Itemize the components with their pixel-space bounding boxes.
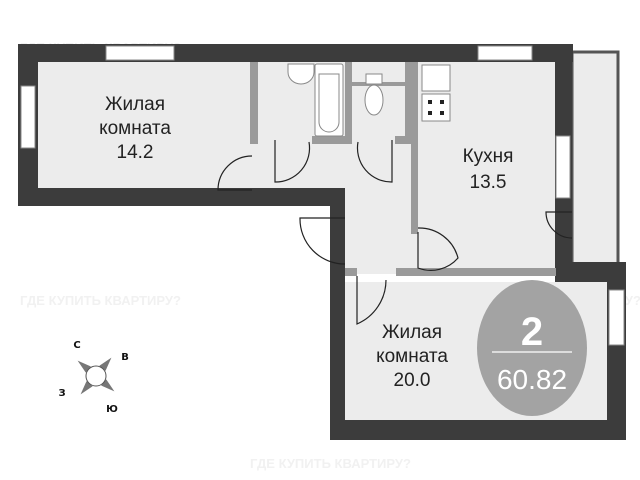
- floors: [38, 62, 607, 420]
- compass-south: Ю: [106, 404, 118, 415]
- corridor-floor: [345, 188, 418, 274]
- room-area: 20.0: [394, 370, 431, 391]
- door-entrance: [299, 217, 346, 265]
- door-room-3: [356, 276, 387, 325]
- room-name: комната: [99, 118, 171, 139]
- window: [105, 45, 175, 61]
- balcony: [570, 50, 620, 286]
- window: [555, 135, 571, 199]
- room-label-kitchen: Кухня 13.5: [463, 146, 514, 193]
- window: [20, 85, 36, 149]
- room-name: Жилая: [105, 94, 165, 115]
- apartment-badge: 2 60.82: [477, 280, 587, 416]
- room-label-3: Жилая комната 20.0: [376, 322, 448, 391]
- stove-icon: [421, 93, 451, 122]
- watermark: ГДЕ КУПИТЬ КВАРТИРУ?: [250, 456, 411, 471]
- compass-north: С: [73, 340, 80, 351]
- door-kitchen: [417, 227, 459, 271]
- door-room-1: [217, 155, 253, 191]
- room-name: комната: [376, 346, 448, 367]
- compass-east: В: [121, 352, 129, 363]
- rooms-count: 2: [521, 310, 543, 354]
- doors: [217, 140, 573, 325]
- watermark: ГДЕ КУПИТЬ КВАРТИРУ?: [20, 293, 181, 308]
- toilet-icon: [364, 84, 384, 116]
- window: [477, 45, 533, 61]
- total-area: 60.82: [497, 364, 567, 395]
- room-1-floor: [38, 62, 250, 188]
- compass-west: З: [58, 388, 65, 399]
- room-area: 14.2: [117, 142, 154, 163]
- stove-burners: [428, 100, 444, 115]
- inner-walls: [250, 62, 556, 276]
- corridor-floor: [250, 140, 418, 188]
- room-name: Жилая: [382, 322, 442, 343]
- compass-icon: С В Ю З: [58, 340, 129, 415]
- window: [608, 289, 625, 346]
- windows: [20, 45, 625, 346]
- sink-icon: [287, 63, 315, 85]
- toilet-tank-icon: [365, 73, 383, 85]
- door-bathroom: [274, 140, 311, 183]
- kitchen-sink-icon: [421, 64, 451, 92]
- door-wc: [356, 140, 393, 183]
- room-area: 13.5: [470, 172, 507, 193]
- room-name: Кухня: [463, 146, 514, 167]
- door-balcony: [545, 211, 573, 239]
- fixtures: [287, 63, 451, 137]
- room-label-1: Жилая комната 14.2: [99, 94, 171, 163]
